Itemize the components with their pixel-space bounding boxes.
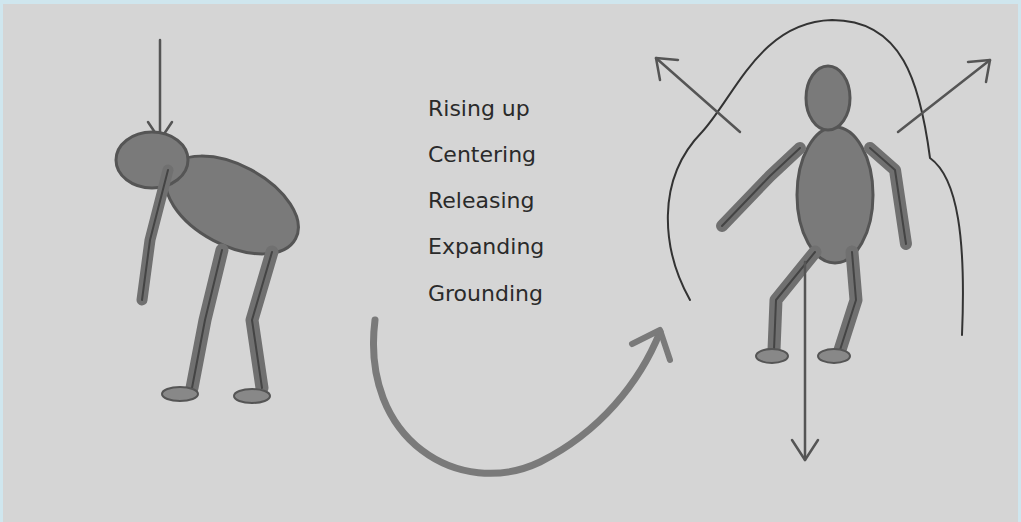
- arrow-head: [632, 330, 670, 360]
- step-label: Releasing: [428, 188, 534, 214]
- expand-arrow: [656, 58, 740, 132]
- step-label: Centering: [428, 142, 536, 168]
- standing-figure: [722, 66, 906, 363]
- curved-arrow: [373, 320, 660, 473]
- step-label: Rising up: [428, 96, 530, 122]
- pressure-arrow: [159, 40, 162, 140]
- step-label: Grounding: [428, 281, 543, 307]
- arrow-head: [968, 60, 990, 82]
- bent-figure: [116, 132, 314, 403]
- step-label: Expanding: [428, 234, 544, 260]
- expand-arrow: [898, 60, 990, 132]
- arrow-head: [656, 58, 678, 80]
- arrow-head: [792, 440, 818, 460]
- grounding-arrow: [804, 262, 807, 460]
- aura-outline: [668, 20, 963, 335]
